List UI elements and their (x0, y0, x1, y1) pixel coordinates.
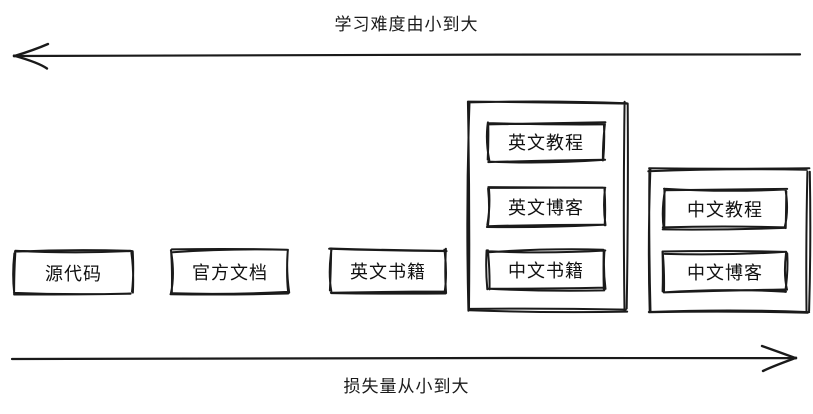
node-label: 英文书籍 (350, 262, 426, 282)
node-english-blog[interactable]: 英文博客 (485, 186, 607, 229)
sketch-rect (485, 248, 607, 292)
node-label: 中文教程 (687, 200, 763, 220)
top-axis-arrow (12, 42, 802, 70)
sketch-rect (485, 186, 607, 229)
bottom-axis-arrow (10, 344, 798, 373)
node-chinese-blog[interactable]: 中文博客 (661, 249, 789, 294)
sketch-rect (12, 249, 135, 296)
top-axis-label: 学习难度由小到大 (334, 15, 479, 34)
node-label: 官方文档 (192, 263, 268, 283)
sketch-rect (169, 247, 291, 296)
node-english-books[interactable]: 英文书籍 (328, 247, 448, 295)
node-english-tutorial[interactable]: 英文教程 (485, 121, 607, 164)
node-chinese-books[interactable]: 中文书籍 (485, 248, 607, 292)
bottom-axis-label: 损失量从小到大 (343, 377, 470, 396)
node-official-docs[interactable]: 官方文档 (169, 247, 291, 296)
sketch-rect (661, 249, 789, 294)
node-label: 中文书籍 (508, 261, 584, 281)
sketch-rect (466, 100, 629, 314)
node-label: 英文博客 (508, 198, 584, 218)
node-label: 中文博客 (687, 263, 763, 283)
chinese-resources-group: 中文教程 中文博客 (647, 167, 812, 314)
node-label: 源代码 (45, 263, 102, 284)
node-chinese-tutorial[interactable]: 中文教程 (661, 187, 789, 231)
sketch-rect (661, 187, 789, 231)
english-resources-group: 英文教程 英文博客 中文书籍 (466, 100, 629, 314)
node-label: 英文教程 (508, 133, 584, 153)
sketch-rect (647, 167, 812, 314)
sketch-rect (485, 121, 607, 164)
sketch-rect (328, 247, 448, 295)
node-source-code[interactable]: 源代码 (12, 249, 135, 296)
